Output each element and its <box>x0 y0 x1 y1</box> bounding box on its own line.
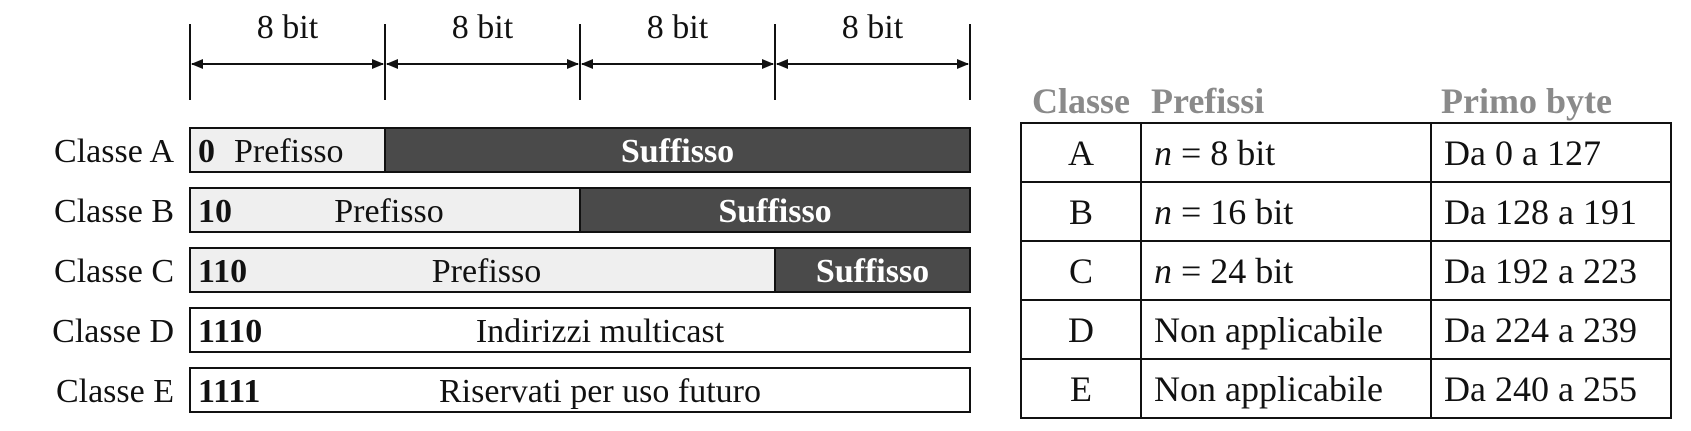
class-bits: 1111 <box>198 373 260 410</box>
class-bits: 1110 <box>198 313 262 350</box>
class-row: Classe D 1110 Indirizzi multicast <box>52 307 971 353</box>
class-row: Classe C 110 Prefisso Suffisso <box>54 247 971 293</box>
prefix-length-variable: n <box>1154 191 1172 232</box>
prefix-length-text: Non applicabile <box>1154 309 1383 350</box>
class-label: Classe E <box>56 373 174 410</box>
cell-primo-byte: Da 0 a 127 <box>1430 122 1672 183</box>
prefix-block <box>189 187 581 233</box>
cell-classe: C <box>1020 240 1142 301</box>
class-row: Classe B 10 Prefisso Suffisso <box>54 187 971 233</box>
cell-prefissi: Non applicabile <box>1140 358 1432 419</box>
cell-primo-byte: Da 240 a 255 <box>1430 358 1672 419</box>
suffix-block <box>774 247 971 293</box>
prefix-length-text: Non applicabile <box>1154 368 1383 409</box>
cell-primo-byte: Da 128 a 191 <box>1430 181 1672 242</box>
header-primo-byte: Primo byte <box>1441 81 1612 121</box>
cell-classe: E <box>1020 358 1142 419</box>
prefix-length-variable: n <box>1154 132 1172 173</box>
suffix-text: Suffisso <box>621 133 734 170</box>
cell-prefissi: n = 16 bit <box>1140 181 1432 242</box>
suffix-text: Suffisso <box>718 193 831 230</box>
bit-label: 8 bit <box>842 9 904 46</box>
header-prefissi: Prefissi <box>1151 81 1265 121</box>
cell-primo-byte: Da 192 a 223 <box>1430 240 1672 301</box>
suffix-text: Suffisso <box>816 253 929 290</box>
class-row: Classe E 1111 Riservati per uso futuro <box>56 367 971 413</box>
cell-primo-byte: Da 224 a 239 <box>1430 299 1672 360</box>
bit-label: 8 bit <box>452 9 514 46</box>
suffix-block <box>579 187 971 233</box>
prefix-text: Prefisso <box>334 193 444 230</box>
prefix-length-text: = 8 bit <box>1172 132 1276 173</box>
address-block <box>189 367 971 413</box>
class-bits: 0 <box>198 133 215 170</box>
cell-classe: A <box>1020 122 1142 183</box>
class-bits: 10 <box>198 193 232 230</box>
table-row: D Non applicabile Da 224 a 239 <box>1020 299 1672 360</box>
address-block <box>189 307 971 353</box>
prefix-length-text: = 16 bit <box>1172 191 1294 232</box>
table-header-row: Classe Prefissi Primo byte <box>1021 80 1671 123</box>
class-label: Classe D <box>52 313 174 350</box>
class-label: Classe C <box>54 253 174 290</box>
cell-prefissi: n = 8 bit <box>1140 122 1432 183</box>
prefix-text: Prefisso <box>432 253 542 290</box>
class-bits: 110 <box>198 253 247 290</box>
prefix-length-text: = 24 bit <box>1172 250 1294 291</box>
bit-label: 8 bit <box>257 9 319 46</box>
prefix-text: Prefisso <box>234 133 344 170</box>
bit-label: 8 bit <box>647 9 709 46</box>
prefix-block <box>189 247 776 293</box>
class-label: Classe B <box>54 193 174 230</box>
cell-classe: D <box>1020 299 1142 360</box>
table-row: E Non applicabile Da 240 a 255 <box>1020 358 1672 419</box>
address-text: Indirizzi multicast <box>476 313 725 350</box>
cell-classe: B <box>1020 181 1142 242</box>
header-classe: Classe <box>1032 81 1130 121</box>
class-row: Classe A 0 Prefisso Suffisso <box>54 127 971 173</box>
prefix-length-variable: n <box>1154 250 1172 291</box>
cell-prefissi: Non applicabile <box>1140 299 1432 360</box>
octet-ruler: 8 bit 8 bit 8 bit 8 bit <box>189 9 971 100</box>
cell-prefissi: n = 24 bit <box>1140 240 1432 301</box>
class-label: Classe A <box>54 133 174 170</box>
address-text: Riservati per uso futuro <box>439 373 761 410</box>
suffix-block <box>384 127 971 173</box>
